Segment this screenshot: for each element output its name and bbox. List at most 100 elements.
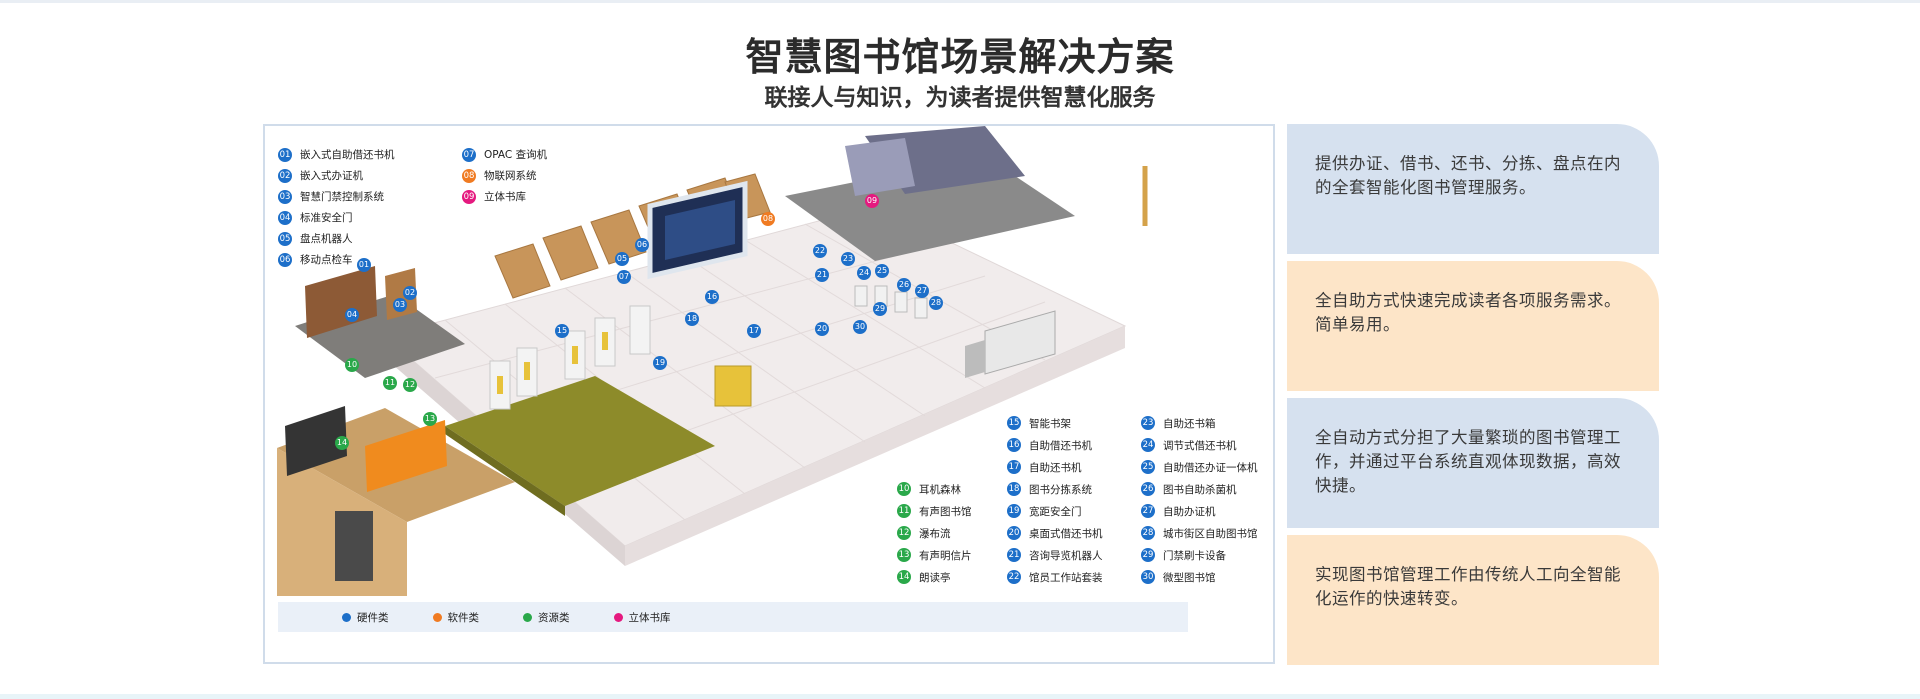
legend-number: 14: [897, 570, 911, 584]
legend-item: 08 物联网系统: [462, 165, 547, 186]
hardware-dot-icon: [342, 612, 351, 622]
scene-marker-20: 20: [815, 322, 829, 336]
stacks-dot-icon: [613, 612, 623, 622]
scene-marker-02: 02: [403, 286, 417, 300]
category-label: 立体书库: [628, 611, 671, 624]
legend-label: 有声图书馆: [919, 505, 972, 518]
legend-number: 04: [278, 210, 292, 225]
legend-label: 自助还书机: [1029, 461, 1082, 474]
scene-marker-05: 05: [615, 252, 629, 266]
legend-label: 自助办证机: [1163, 505, 1216, 518]
legend-label: 微型图书馆: [1163, 571, 1216, 584]
legend-number: 09: [462, 189, 476, 204]
scene-marker-15: 15: [555, 324, 569, 338]
legend-item: 07 OPAC 查询机: [462, 144, 547, 165]
legend-item: 30 微型图书馆: [1141, 566, 1258, 588]
legend-label: OPAC 查询机: [484, 149, 548, 161]
scene-marker-28: 28: [929, 296, 943, 310]
scene-marker-25: 25: [875, 264, 889, 278]
scene-marker-19: 19: [653, 356, 667, 370]
legend-number: 15: [1007, 416, 1021, 430]
category-software: 软件类: [432, 610, 479, 625]
scene-marker-08: 08: [761, 212, 775, 226]
legend-number: 01: [278, 147, 292, 162]
legend-item: 17 自助还书机: [1007, 456, 1103, 478]
category-label: 资源类: [538, 611, 570, 624]
scene-marker-17: 17: [747, 324, 761, 338]
scene-marker-11: 11: [383, 376, 397, 390]
category-resource: 资源类: [523, 610, 570, 625]
scene-marker-29: 29: [873, 302, 887, 316]
legend-label: 馆员工作站套装: [1029, 571, 1103, 584]
resource-dot-icon: [523, 612, 532, 622]
legend-number: 20: [1007, 526, 1021, 540]
legend-number: 10: [897, 482, 911, 496]
scene-marker-06: 06: [635, 238, 649, 252]
legend-label: 立体书库: [484, 191, 526, 203]
legend-label: 自助借还办证一体机: [1163, 461, 1258, 474]
legend-item: 09 立体书库: [462, 186, 547, 207]
scene-marker-26: 26: [897, 278, 911, 292]
legend-label: 物联网系统: [484, 170, 537, 182]
scene-marker-30: 30: [853, 320, 867, 334]
legend-number: 29: [1141, 548, 1155, 562]
legend-number: 30: [1141, 570, 1155, 584]
legend-number: 23: [1141, 416, 1155, 430]
category-stacks: 立体书库: [613, 610, 671, 625]
feature-card-2: 全自助方式快速完成读者各项服务需求。简单易用。: [1287, 261, 1659, 391]
scene-marker-14: 14: [335, 436, 349, 450]
legend-label: 调节式借还书机: [1163, 439, 1237, 452]
feature-card-1: 提供办证、借书、还书、分拣、盘点在内的全套智能化图书管理服务。: [1287, 124, 1659, 254]
legend-number: 17: [1007, 460, 1021, 474]
top-divider: [0, 0, 1920, 3]
legend-item: 23 自助还书箱: [1141, 412, 1258, 434]
scene-marker-23: 23: [841, 252, 855, 266]
legend-number: 21: [1007, 548, 1021, 562]
scene-marker-01: 01: [357, 258, 371, 272]
scene-marker-07: 07: [617, 270, 631, 284]
category-hardware: 硬件类: [342, 610, 389, 625]
legend-number: 26: [1141, 482, 1155, 496]
scene-marker-04: 04: [345, 308, 359, 322]
legend-item: 20 桌面式借还书机: [1007, 522, 1103, 544]
legend-number: 12: [897, 526, 911, 540]
legend-number: 08: [462, 168, 476, 183]
legend-item: 29 门禁刷卡设备: [1141, 544, 1258, 566]
legend-label: 门禁刷卡设备: [1163, 549, 1226, 562]
legend-label: 自助借还书机: [1029, 439, 1092, 452]
legend-label: 盘点机器人: [300, 233, 353, 245]
legend-label: 图书分拣系统: [1029, 483, 1092, 496]
legend-label: 智慧门禁控制系统: [300, 191, 384, 203]
legend-label: 桌面式借还书机: [1029, 527, 1103, 540]
legend-item: 18 图书分拣系统: [1007, 478, 1103, 500]
legend-number: 18: [1007, 482, 1021, 496]
legend-number: 24: [1141, 438, 1155, 452]
category-label: 硬件类: [357, 611, 389, 624]
feature-card-4: 实现图书馆管理工作由传统人工向全智能化运作的快速转变。: [1287, 535, 1659, 665]
legend-label: 自助还书箱: [1163, 417, 1216, 430]
page-subtitle: 联接人与知识，为读者提供智慧化服务: [764, 85, 1156, 111]
legend-label: 智能书架: [1029, 417, 1071, 430]
legend-item: 24 调节式借还书机: [1141, 434, 1258, 456]
legend-label: 耳机森林: [919, 483, 961, 496]
legend-number: 07: [462, 147, 476, 162]
legend-number: 06: [278, 252, 292, 267]
legend-item: 15 智能书架: [1007, 412, 1103, 434]
legend-item: 10 耳机森林: [897, 478, 972, 500]
